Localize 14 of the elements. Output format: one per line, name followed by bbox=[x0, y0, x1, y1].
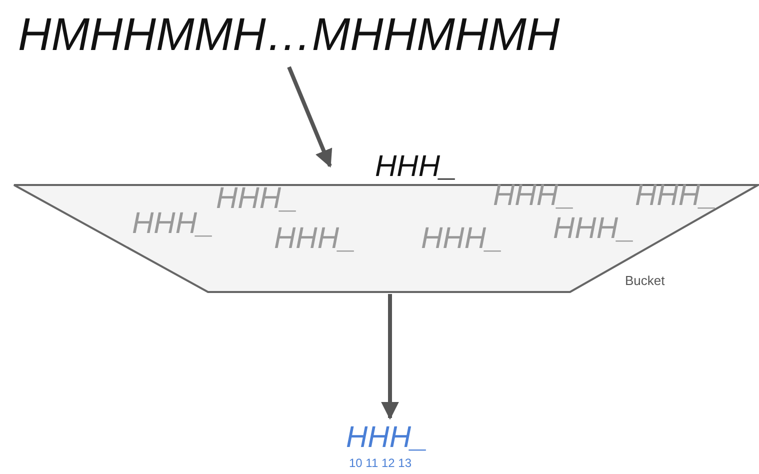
token-text: HHH_ bbox=[216, 182, 298, 215]
token-text: HHH_ bbox=[553, 212, 635, 245]
index-numbers: 10 11 12 13 bbox=[349, 457, 412, 470]
bucket-label: Bucket bbox=[625, 274, 665, 288]
token-text: HHH_ bbox=[375, 150, 457, 183]
sequence-text: HMHHMMH…MHHMHMH bbox=[18, 2, 618, 66]
token-text: HHH_ bbox=[274, 222, 356, 255]
arrow bbox=[287, 66, 332, 168]
token-text: HHH_ bbox=[635, 179, 717, 212]
arrow bbox=[381, 294, 399, 420]
token-text: HHH_ bbox=[421, 222, 503, 255]
token-text: HHH_ bbox=[132, 207, 214, 240]
token-text: HHH_ bbox=[493, 179, 575, 212]
output-text: HHH_ bbox=[346, 420, 436, 456]
